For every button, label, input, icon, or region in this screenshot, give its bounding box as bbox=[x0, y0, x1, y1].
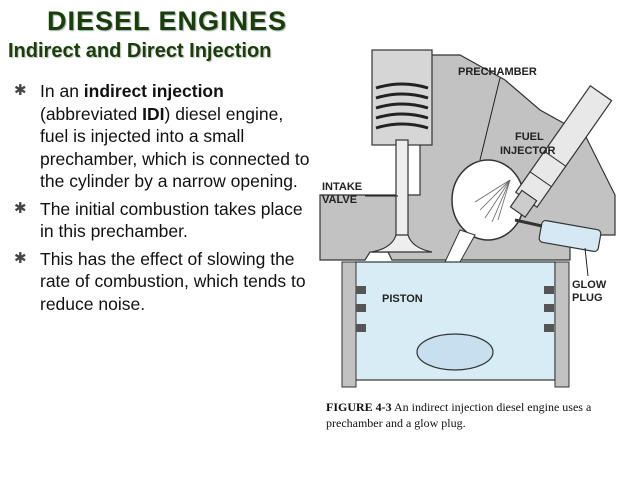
label-intake: INTAKE bbox=[322, 181, 362, 193]
intake-valve-head bbox=[371, 234, 433, 253]
label-piston: PISTON bbox=[382, 293, 423, 305]
cylinder-wall-left bbox=[341, 261, 357, 388]
bullet-item: ✱ In an indirect injection (abbreviated … bbox=[14, 80, 314, 193]
label-prechamber: PRECHAMBER bbox=[458, 66, 537, 78]
cylinder-wall-right bbox=[554, 261, 570, 388]
bullet-star-icon: ✱ bbox=[14, 82, 27, 99]
intake-valve-stem bbox=[395, 139, 409, 241]
bullet-list: ✱ In an indirect injection (abbreviated … bbox=[14, 80, 314, 320]
engine-diagram: PRECHAMBER FUEL INJECTOR INTAKE VALVE PI… bbox=[319, 49, 616, 388]
bullet-star-icon: ✱ bbox=[14, 249, 27, 267]
glow-plug bbox=[514, 218, 602, 253]
label-fuel: FUEL bbox=[515, 131, 544, 143]
piston-rings bbox=[356, 286, 554, 332]
label-plug: PLUG bbox=[572, 292, 603, 304]
fuel-injector bbox=[509, 84, 613, 219]
figure-caption: FIGURE 4-3 An indirect injection diesel … bbox=[326, 400, 592, 430]
bullet-item: ✱ The initial combustion takes place in … bbox=[14, 198, 314, 243]
bullet-item: ✱ This has the effect of slowing the rat… bbox=[14, 248, 314, 316]
bullet-star-icon: ✱ bbox=[14, 199, 27, 217]
valve-spring bbox=[375, 82, 429, 130]
fuel-spray bbox=[474, 179, 511, 223]
prechamber bbox=[451, 159, 525, 241]
slide-title: DIESEL ENGINES bbox=[47, 6, 288, 36]
wrist-pin bbox=[416, 333, 494, 371]
label-injector: INJECTOR bbox=[500, 145, 555, 157]
label-valve: VALVE bbox=[322, 194, 357, 206]
bullet-text: The initial combustion takes place in th… bbox=[40, 198, 303, 242]
cylinder-head bbox=[319, 54, 616, 261]
bullet-text: In an indirect injection (abbreviated ID… bbox=[40, 81, 310, 191]
label-glow: GLOW bbox=[572, 279, 607, 291]
slide-subtitle: Indirect and Direct Injection bbox=[8, 40, 272, 62]
bullet-text: This has the effect of slowing the rate … bbox=[40, 248, 306, 314]
